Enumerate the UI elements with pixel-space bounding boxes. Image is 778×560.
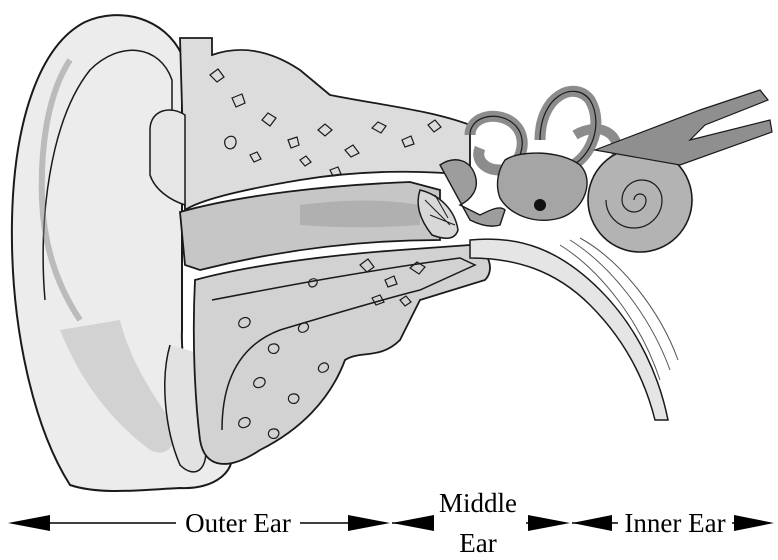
region-labels: Outer Ear Middle Ear Inner Ear — [8, 488, 774, 558]
label-outer-ear: Outer Ear — [185, 508, 291, 538]
eustachian-tube — [470, 239, 668, 420]
inner-ear — [470, 90, 772, 252]
label-middle-ear-line2: Ear — [459, 528, 496, 558]
auditory-nerve — [595, 90, 772, 165]
canal-highlight — [300, 200, 420, 227]
oval-window — [534, 199, 546, 211]
label-inner-ear: Inner Ear — [624, 508, 725, 538]
label-middle-ear-line1: Middle — [439, 488, 517, 518]
